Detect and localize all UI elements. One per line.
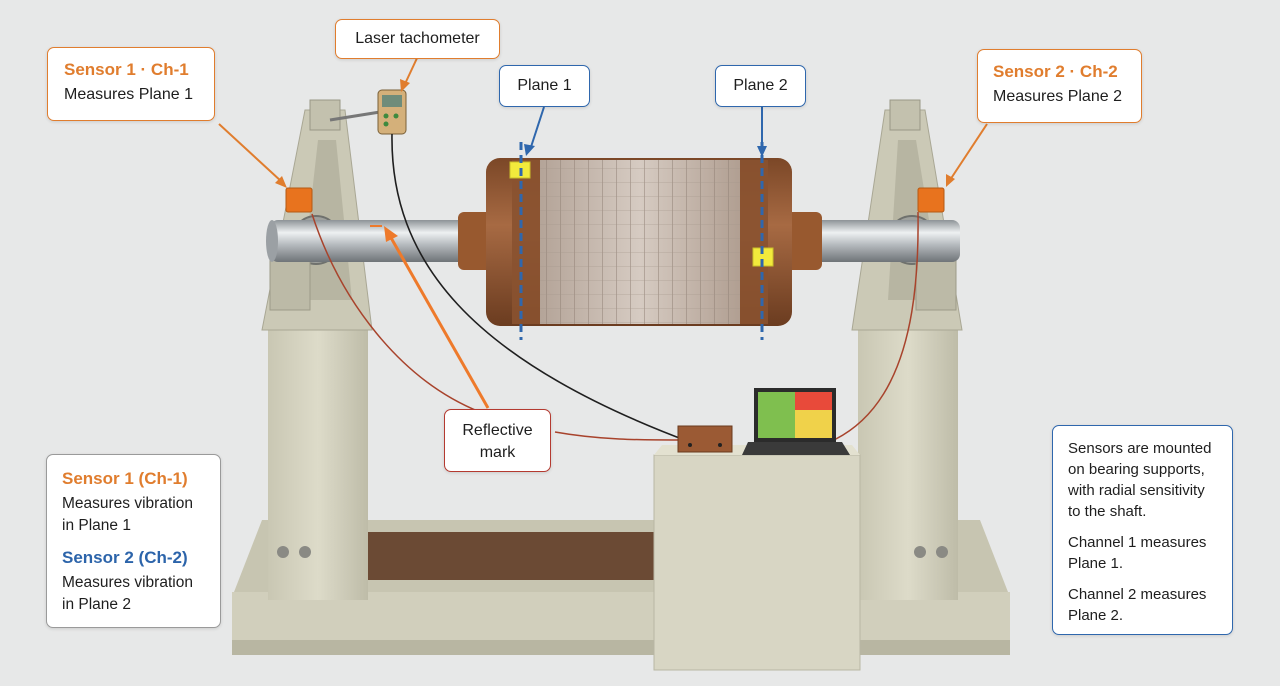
measurement-unit-box [677, 425, 733, 453]
sensor-2-callout: Sensor 2 · Ch-2 Measures Plane 2 [977, 49, 1142, 123]
legend-sensor-2-title: Sensor 2 (Ch-2) [62, 548, 188, 567]
reflective-mark-callout: Reflective mark [444, 409, 551, 472]
sensor-1-callout: Sensor 1 · Ch-1 Measures Plane 1 [47, 47, 215, 121]
plane-1-label: Plane 1 [517, 77, 572, 94]
sensor-1-arrow [218, 123, 283, 183]
laser-tachometer-callout: Laser tachometer [335, 19, 500, 59]
rotor-armature [458, 158, 822, 326]
legend-sensor-1-line1: Measures vibration [62, 495, 193, 512]
legend-sensor-1-line2: in Plane 1 [62, 517, 131, 534]
note-paragraph-2-line2: Plane 1. [1068, 555, 1124, 572]
sensor-2-block [917, 187, 945, 213]
plane-1-callout: Plane 1 [499, 65, 590, 107]
note-paragraph-3-line2: Plane 2. [1068, 607, 1124, 624]
instrument-stand [653, 445, 861, 671]
sensor-legend: Sensor 1 (Ch-1) Measures vibration in Pl… [46, 454, 221, 628]
sensor-1-cable-lower [554, 431, 681, 441]
note-paragraph-1-line2: on bearing supports, [1068, 461, 1205, 478]
mounting-note: Sensors are mounted on bearing supports,… [1052, 425, 1233, 635]
laptop-computer [742, 388, 850, 455]
right-bearing-support [851, 99, 963, 600]
legend-sensor-1-title: Sensor 1 (Ch-1) [62, 469, 188, 488]
reflective-mark-label-line2: mark [479, 444, 516, 461]
sensor-1-cable [311, 213, 481, 413]
sensor-2-callout-subtitle: Measures Plane 2 [993, 88, 1122, 105]
plane-2-label: Plane 2 [733, 77, 788, 94]
note-paragraph-1-line1: Sensors are mounted [1068, 440, 1212, 457]
plane-1-arrow [529, 106, 545, 151]
note-paragraph-1-line3: with radial sensitivity [1068, 482, 1205, 499]
laser-tachometer-device [329, 89, 407, 135]
tachometer-cable [391, 133, 691, 443]
sensor-1-block [285, 187, 313, 213]
note-paragraph-1-line4: to the shaft. [1068, 503, 1147, 520]
sensor-1-callout-title: Sensor 1 · Ch-1 [64, 60, 189, 79]
legend-sensor-2-line1: Measures vibration [62, 574, 193, 591]
sensor-2-arrow [949, 123, 988, 181]
plane-2-callout: Plane 2 [715, 65, 806, 107]
left-bearing-support [261, 99, 373, 600]
reflective-mark-arrow [388, 235, 490, 409]
legend-sensor-2-line2: in Plane 2 [62, 596, 131, 613]
sensor-2-callout-title: Sensor 2 · Ch-2 [993, 62, 1118, 81]
laser-tachometer-label: Laser tachometer [355, 30, 480, 47]
note-paragraph-3-line1: Channel 2 measures [1068, 586, 1207, 603]
tachometer-arrow [403, 55, 419, 87]
note-paragraph-2-line1: Channel 1 measures [1068, 534, 1207, 551]
sensor-1-callout-subtitle: Measures Plane 1 [64, 86, 193, 103]
reflective-mark-label-line1: Reflective [462, 422, 533, 439]
